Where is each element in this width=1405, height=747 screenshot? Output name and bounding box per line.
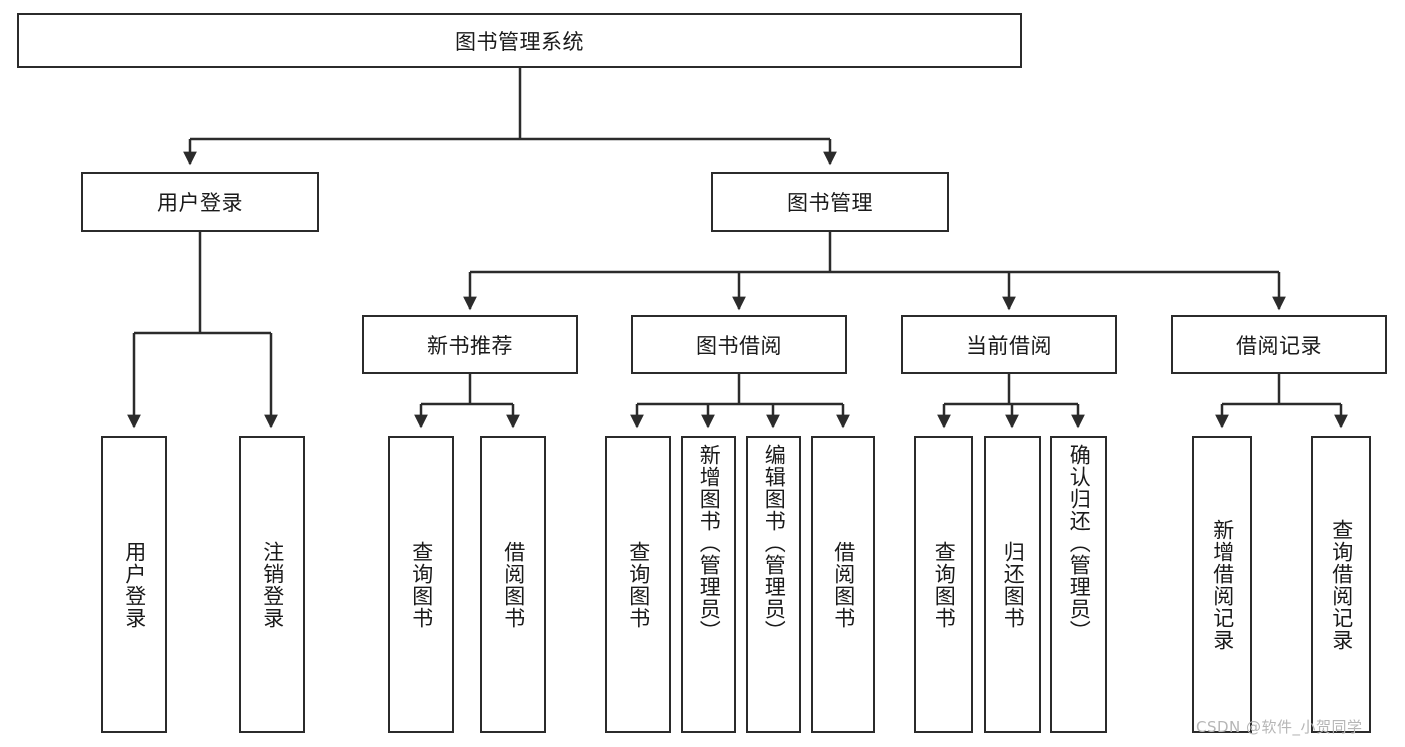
node-leaf-query-book-1-label: 查询图书 xyxy=(409,540,434,629)
node-leaf-query-book-1[interactable]: 查询图书 xyxy=(388,436,454,733)
node-leaf-add-record[interactable]: 新增借阅记录 xyxy=(1192,436,1252,733)
node-leaf-return-book[interactable]: 归还图书 xyxy=(984,436,1041,733)
node-leaf-add-book-label: 新增图书（管理员） xyxy=(697,444,722,642)
node-leaf-user-logout-label: 注销登录 xyxy=(260,540,285,629)
node-current-borrow-label: 当前借阅 xyxy=(966,333,1052,358)
node-root[interactable]: 图书管理系统 xyxy=(17,13,1022,68)
node-leaf-add-book[interactable]: 新增图书（管理员） xyxy=(681,436,736,733)
node-book-borrow[interactable]: 图书借阅 xyxy=(631,315,847,374)
node-book-manage-label: 图书管理 xyxy=(787,191,873,215)
node-current-borrow[interactable]: 当前借阅 xyxy=(901,315,1117,374)
node-root-label: 图书管理系统 xyxy=(455,29,584,54)
node-leaf-query-book-2[interactable]: 查询图书 xyxy=(605,436,671,733)
node-new-book-rec-label: 新书推荐 xyxy=(427,333,513,358)
node-borrow-record[interactable]: 借阅记录 xyxy=(1171,315,1387,374)
watermark-text: CSDN @软件_小贺同学 xyxy=(1196,718,1363,736)
node-borrow-record-label: 借阅记录 xyxy=(1236,333,1322,358)
node-leaf-query-record[interactable]: 查询借阅记录 xyxy=(1311,436,1371,733)
node-leaf-user-login-label: 用户登录 xyxy=(122,540,147,629)
node-leaf-borrow-book-1-label: 借阅图书 xyxy=(501,540,526,629)
node-leaf-query-record-label: 查询借阅记录 xyxy=(1329,518,1354,651)
node-user-login[interactable]: 用户登录 xyxy=(81,172,319,232)
node-leaf-return-book-label: 归还图书 xyxy=(1001,540,1026,629)
node-leaf-query-book-3[interactable]: 查询图书 xyxy=(914,436,973,733)
node-leaf-add-record-label: 新增借阅记录 xyxy=(1210,518,1235,651)
node-leaf-user-login[interactable]: 用户登录 xyxy=(101,436,167,733)
node-leaf-user-logout[interactable]: 注销登录 xyxy=(239,436,305,733)
node-leaf-borrow-book-2[interactable]: 借阅图书 xyxy=(811,436,875,733)
node-book-borrow-label: 图书借阅 xyxy=(696,333,782,358)
node-leaf-query-book-2-label: 查询图书 xyxy=(626,540,651,629)
node-leaf-edit-book[interactable]: 编辑图书（管理员） xyxy=(746,436,801,733)
node-user-login-label: 用户登录 xyxy=(157,191,243,215)
node-leaf-borrow-book-2-label: 借阅图书 xyxy=(831,540,856,629)
node-leaf-confirm-return-label: 确认归还（管理员） xyxy=(1067,444,1092,642)
node-leaf-edit-book-label: 编辑图书（管理员） xyxy=(762,444,787,642)
node-leaf-confirm-return[interactable]: 确认归还（管理员） xyxy=(1050,436,1107,733)
node-leaf-borrow-book-1[interactable]: 借阅图书 xyxy=(480,436,546,733)
node-book-manage[interactable]: 图书管理 xyxy=(711,172,949,232)
node-leaf-query-book-3-label: 查询图书 xyxy=(932,540,957,629)
node-new-book-rec[interactable]: 新书推荐 xyxy=(362,315,578,374)
